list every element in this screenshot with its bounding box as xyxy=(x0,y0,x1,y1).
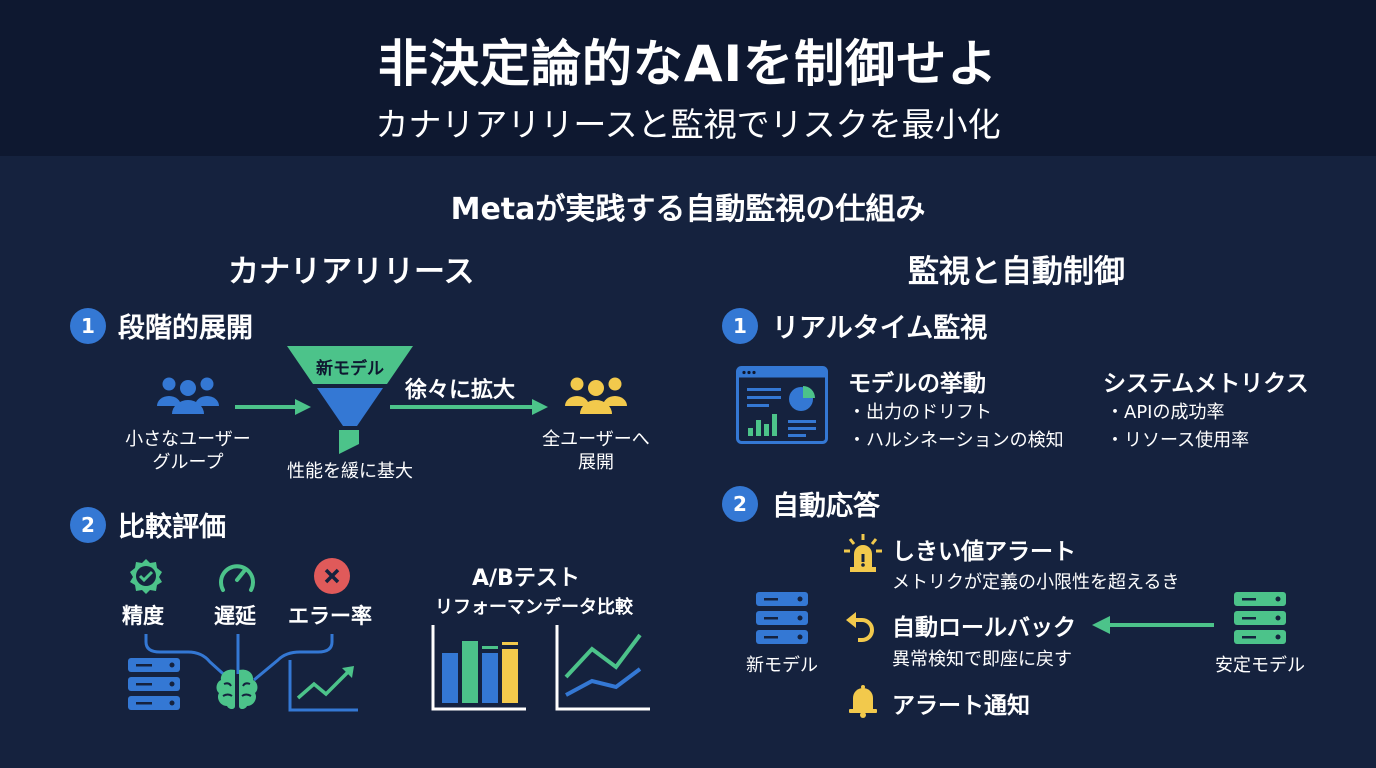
funnel-label: 新モデル xyxy=(316,359,384,379)
model-behavior-heading: モデルの挙動 xyxy=(848,371,986,397)
page-subtitle: カナリアリリースと監視でリスクを最小化 xyxy=(375,105,1001,144)
step-badge-right-1: 1 xyxy=(722,308,758,344)
step-badge-2: 2 xyxy=(70,507,106,543)
line-chart-icon xyxy=(555,625,650,711)
metric-error-rate: エラー率 xyxy=(288,604,372,628)
arrow-right-icon xyxy=(235,399,311,415)
error-x-icon xyxy=(314,558,350,594)
badge-check-icon xyxy=(130,559,162,594)
page-title: 非決定論的なAIを制御せよ xyxy=(377,35,999,93)
dashboard-icon xyxy=(736,366,828,444)
small-group-label: 小さなユーザー グループ xyxy=(125,429,251,474)
header-band xyxy=(0,0,1376,156)
step-badge-1: 1 xyxy=(70,308,106,344)
section-heading: Metaが実践する自動監視の仕組み xyxy=(450,192,926,227)
bullet-resource-usage: ・リソース使用率 xyxy=(1106,430,1250,451)
new-model-label: 新モデル xyxy=(746,655,818,676)
step-title-auto-response: 自動応答 xyxy=(772,491,880,522)
step-title-realtime-monitoring: リアルタイム監視 xyxy=(772,313,988,344)
users-icon-yellow xyxy=(565,377,627,414)
connector-lines xyxy=(144,634,334,682)
server-icon-new-model xyxy=(756,592,808,644)
metric-latency: 遅延 xyxy=(214,604,256,628)
system-metrics-heading: システムメトリクス xyxy=(1103,371,1309,397)
brain-icon xyxy=(216,669,258,709)
expand-label: 徐々に拡大 xyxy=(405,378,516,403)
trend-chart-icon xyxy=(288,660,358,712)
alarm-bell-icon xyxy=(844,534,882,572)
ab-test-title: A/Bテスト xyxy=(472,566,580,591)
bullet-api-success: ・APIの成功率 xyxy=(1106,402,1225,423)
alert-notification-title: アラート通知 xyxy=(892,693,1030,719)
column-title-monitoring: 監視と自動制御 xyxy=(908,254,1125,290)
arrow-left-icon xyxy=(1092,616,1214,634)
funnel-icon xyxy=(287,346,413,454)
bullet-hallucination: ・ハルシネーションの検知 xyxy=(848,430,1064,451)
threshold-alert-desc: メトリクが定義の小限性を超えるき xyxy=(892,572,1180,593)
column-title-canary: カナリアリリース xyxy=(228,254,475,290)
bullet-output-drift: ・出力のドリフト xyxy=(848,402,992,423)
auto-rollback-desc: 異常検知で即座に戻す xyxy=(892,649,1072,670)
step-title-staged-rollout: 段階的展開 xyxy=(118,313,253,344)
server-icon-stable-model xyxy=(1234,592,1286,644)
bar-chart-icon xyxy=(431,625,526,711)
funnel-caption: 性能を緩に基大 xyxy=(287,461,413,482)
ab-test-subtitle: リフォーマンデータ比較 xyxy=(435,597,633,618)
step-badge-right-2: 2 xyxy=(722,486,758,522)
all-users-label: 全ユーザーへ 展開 xyxy=(542,429,650,474)
undo-arrow-icon xyxy=(846,612,874,642)
arrow-right-icon xyxy=(390,399,548,415)
server-icon xyxy=(128,658,180,710)
users-icon-blue xyxy=(157,377,219,414)
stable-model-label: 安定モデル xyxy=(1215,655,1305,676)
threshold-alert-title: しきい値アラート xyxy=(892,539,1076,565)
bell-icon xyxy=(849,685,877,718)
metric-accuracy: 精度 xyxy=(122,604,164,628)
speedometer-icon xyxy=(219,564,255,592)
auto-rollback-title: 自動ロールバック xyxy=(892,615,1076,641)
step-title-comparison: 比較評価 xyxy=(118,512,226,543)
